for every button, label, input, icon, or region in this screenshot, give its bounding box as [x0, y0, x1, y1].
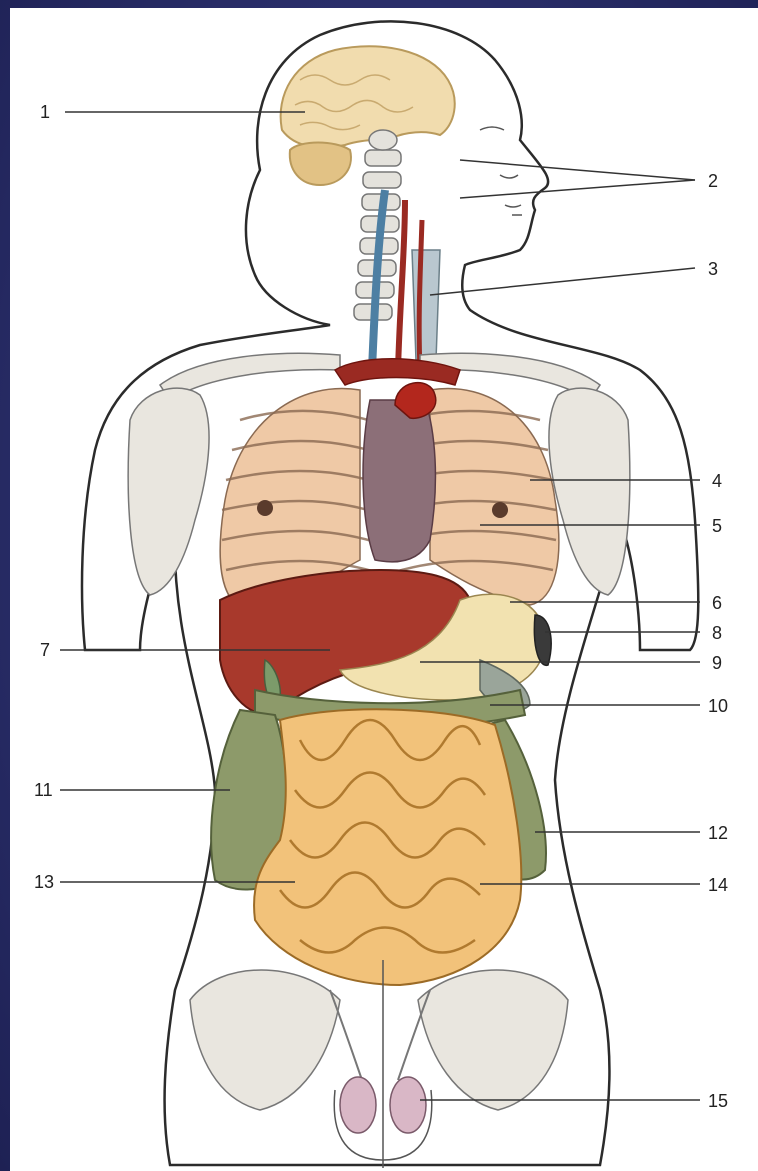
label-1: 1: [40, 102, 50, 122]
label-2: 2: [708, 171, 718, 191]
label-5: 5: [712, 516, 722, 536]
nipple-right: [492, 502, 508, 518]
brainstem: [369, 130, 397, 150]
label-11: 11: [34, 780, 53, 800]
label-6: 6: [712, 593, 722, 613]
label-13: 13: [34, 872, 54, 892]
label-14: 14: [708, 875, 728, 895]
label-7: 7: [40, 640, 50, 660]
label-9: 9: [712, 653, 722, 673]
label-4: 4: [712, 471, 722, 491]
nipple-left: [257, 500, 273, 516]
label-8: 8: [712, 623, 722, 643]
heart: [363, 400, 435, 562]
label-3: 3: [708, 259, 718, 279]
right-testis: [390, 1077, 426, 1133]
left-testis: [340, 1077, 376, 1133]
esophagus: [419, 220, 422, 370]
label-12: 12: [708, 823, 728, 843]
trachea: [412, 250, 440, 360]
label-10: 10: [708, 696, 728, 716]
label-15: 15: [708, 1091, 728, 1111]
cerebellum: [290, 143, 351, 186]
